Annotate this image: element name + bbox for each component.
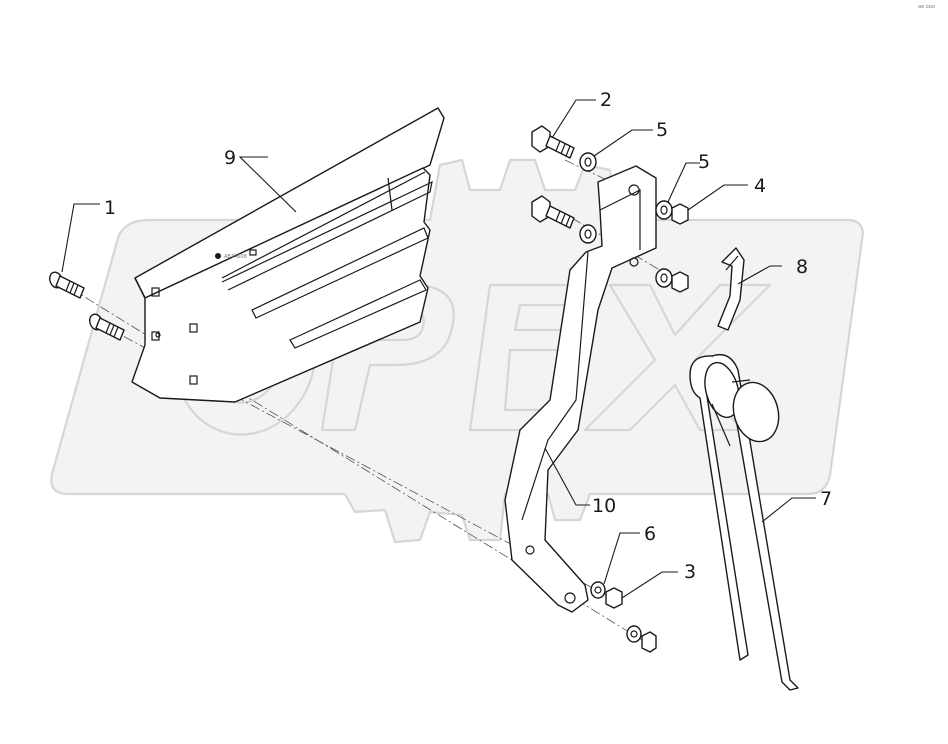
nut-icon [671,271,689,293]
callout-6: 6 [644,523,656,545]
callout-10: 10 [592,495,616,517]
part-8-spring-clip [717,247,745,331]
washer-icon [626,625,642,643]
label-dot-icon [215,253,221,259]
callout-5-upper: 5 [656,119,668,141]
washer-icon [579,152,597,172]
callout-leaders [61,99,816,599]
washer-icon [579,224,597,244]
callout-2: 2 [600,89,612,111]
part-2-bolts [531,125,575,229]
part-9-shield-plate: AB74608 [131,107,445,403]
part-5-washers [579,152,673,288]
callout-7: 7 [820,488,832,510]
part-4-nuts [671,203,689,293]
part-6-washer [590,581,642,643]
callout-4: 4 [754,175,766,197]
washer-icon [655,268,673,288]
bolt-icon [531,195,575,229]
nut-icon [641,631,657,653]
callout-3: 3 [684,561,696,583]
bolt-icon [49,271,85,299]
callout-8: 8 [796,256,808,278]
washer-icon [590,581,606,599]
part-7-rod-with-knob [689,353,799,691]
bolt-icon [531,125,575,159]
part-10-bracket-arm [504,165,657,613]
bolt-icon [89,313,125,341]
nut-icon [671,203,689,225]
callout-1: 1 [104,197,116,219]
callout-9: 9 [224,147,236,169]
washer-icon [655,200,673,220]
nut-icon [605,587,623,609]
part-3-nuts [605,587,657,653]
part-label-code: AB74608 [224,254,247,260]
callout-5-lower: 5 [698,151,710,173]
callout-labels: 1 2 3 4 5 5 6 7 8 9 10 [104,89,832,583]
corner-code: ae ooo [918,4,935,10]
part-1-bolts [49,271,125,341]
